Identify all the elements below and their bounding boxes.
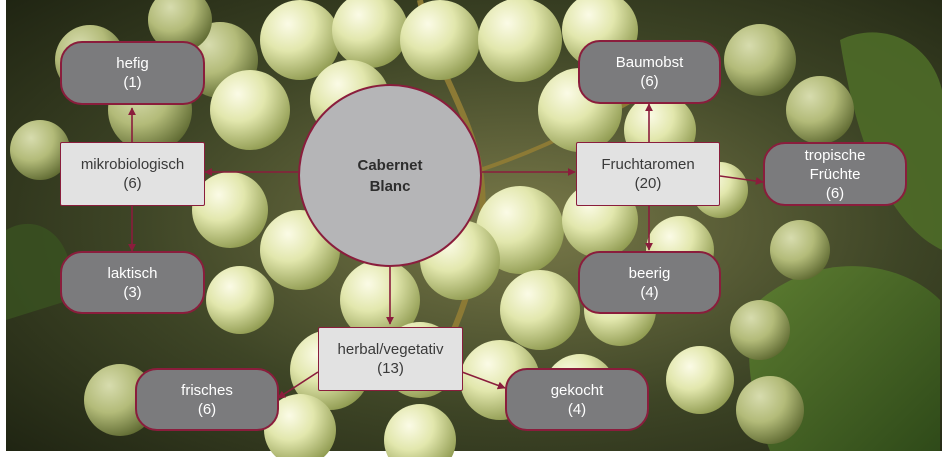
node-baumobst: Baumobst (6) [578,40,721,104]
center-line-1: Cabernet [357,155,422,176]
node-line-2: Früchte [810,165,861,184]
node-label: herbal/vegetativ [338,340,444,359]
node-hefig: hefig (1) [60,41,205,105]
link-herbal-gekocht [462,372,505,388]
node-label: laktisch [107,264,157,283]
node-mikrobiologisch: mikrobiologisch (6) [60,142,205,206]
node-count: (3) [123,283,141,302]
node-fruchtaromen: Fruchtaromen (20) [576,142,720,206]
node-count: (4) [640,283,658,302]
node-count: (6) [123,174,141,193]
node-label: gekocht [551,381,604,400]
node-label: frisches [181,381,233,400]
node-count: (6) [198,400,216,419]
node-herbal-vegetativ: herbal/vegetativ (13) [318,327,463,391]
node-count: (20) [635,174,662,193]
node-gekocht: gekocht (4) [505,368,649,431]
node-label: beerig [629,264,671,283]
node-count: (13) [377,359,404,378]
node-label: hefig [116,54,149,73]
link-fruchtaromen-tropische [720,176,763,182]
node-laktisch: laktisch (3) [60,251,205,314]
node-label: Baumobst [616,53,684,72]
node-frisches: frisches (6) [135,368,279,431]
node-tropische-fruechte: tropische Früchte (6) [763,142,907,206]
node-label: Fruchtaromen [601,155,694,174]
node-count: (6) [640,72,658,91]
node-beerig: beerig (4) [578,251,721,314]
link-herbal-frisches [278,372,318,398]
center-node-cabernet-blanc: Cabernet Blanc [298,84,482,267]
center-line-2: Blanc [370,176,411,197]
node-count: (6) [826,184,844,203]
node-line-1: tropische [805,146,866,165]
node-label: mikrobiologisch [81,155,184,174]
node-count: (4) [568,400,586,419]
node-count: (1) [123,73,141,92]
